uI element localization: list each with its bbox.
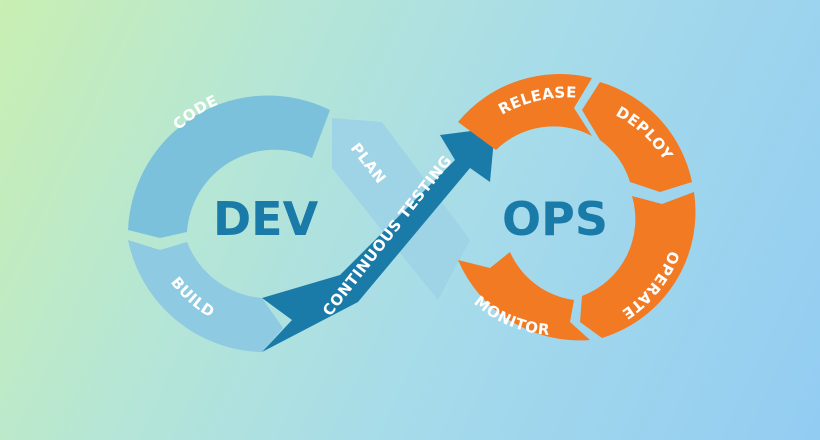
ops-label: OPS (502, 192, 608, 246)
plan-segment (332, 118, 470, 300)
continuous-testing-arrow (262, 128, 495, 352)
build-segment (128, 240, 283, 352)
code-segment (128, 95, 330, 239)
monitor-segment (458, 252, 590, 341)
deploy-segment (582, 82, 692, 192)
dev-label: DEV (213, 192, 319, 246)
release-segment (458, 74, 592, 150)
operate-segment (580, 192, 696, 338)
